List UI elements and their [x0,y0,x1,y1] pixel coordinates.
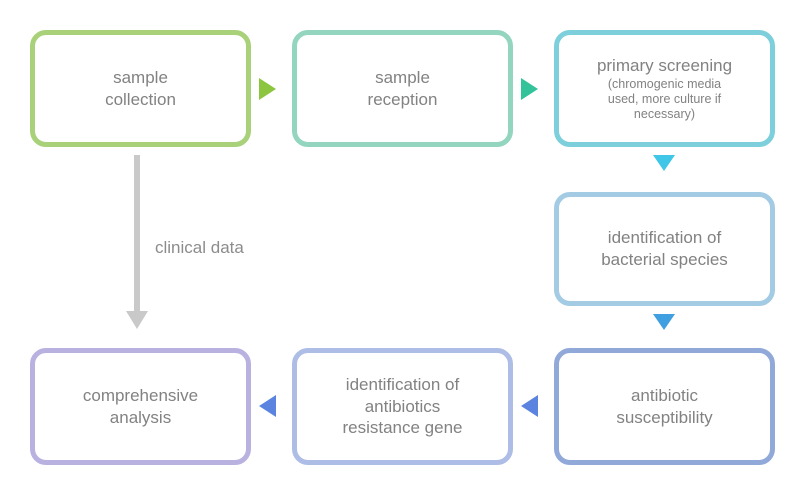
arrow-right-icon-collection-to-reception [259,78,276,100]
node-comprehensive-analysis[interactable]: comprehensive analysis [30,348,251,465]
node-identification-of-bacterial-species[interactable]: identification of bacterial species [554,192,775,306]
node-sample-collection[interactable]: sample collection [30,30,251,147]
node-label: identification of bacterial species [601,228,728,269]
arrow-down-icon-screening-to-identification [653,155,675,171]
node-primary-screening[interactable]: primary screening (chromogenic media use… [554,30,775,147]
clinical-data-arrow-down-icon [126,311,148,329]
clinical-data-connector-line [134,155,140,315]
node-label: antibiotic susceptibility [616,385,713,427]
clinical-data-label: clinical data [155,238,244,257]
node-sublabel: (chromogenic media used, more culture if… [607,77,722,122]
arrow-left-icon-resistance-gene-to-analysis [259,395,276,417]
node-label: sample reception [367,67,438,109]
node-label: comprehensive analysis [82,385,199,427]
node-label: identification of antibiotics resistance… [342,374,463,438]
arrow-right-icon-reception-to-screening [521,78,538,100]
node-label: sample collection [105,67,176,109]
node-identification-of-antibiotics-resistance-gene[interactable]: identification of antibiotics resistance… [292,348,513,465]
arrow-left-icon-susceptibility-to-resistance-gene [521,395,538,417]
node-antibiotic-susceptibility[interactable]: antibiotic susceptibility [554,348,775,465]
node-label: primary screening [596,55,733,75]
node-sample-reception[interactable]: sample reception [292,30,513,147]
arrow-down-icon-identification-to-susceptibility [653,314,675,330]
